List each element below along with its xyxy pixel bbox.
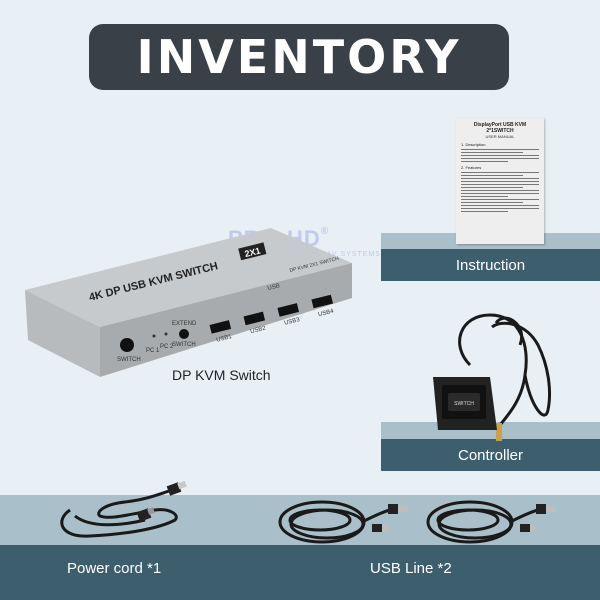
usb-port-1[interactable] [209, 320, 232, 334]
kvm-top-usb-label: USB [267, 283, 280, 292]
usb-port-4-label: USB4 [318, 308, 335, 318]
usb-port-3[interactable] [277, 303, 300, 317]
kvm-switch-caption: DP KVM Switch [172, 367, 271, 383]
pc1-label: PC 1 [146, 348, 160, 354]
usb-cable-2-icon [426, 500, 556, 544]
switch-button-label: SWITCH [117, 357, 141, 363]
extend-jack[interactable] [179, 329, 189, 339]
manual-section-2: 2. Features [461, 165, 482, 170]
watermark-registered: ® [320, 226, 330, 237]
bottom-shelf [0, 545, 600, 600]
audio-plug [496, 423, 502, 441]
pc2-led [164, 332, 168, 336]
pc1-led [152, 334, 156, 338]
usb-cable-1-icon [278, 500, 408, 544]
pc2-label: PC 2 [160, 344, 174, 350]
usb-port-2-label: USB2 [250, 325, 267, 335]
instruction-label: Instruction [455, 256, 526, 274]
usb-port-1-label: USB1 [216, 334, 233, 344]
title-banner: INVENTORY [89, 24, 509, 90]
extend-switch-label: SWITCH [172, 342, 196, 348]
controller-button [448, 393, 480, 411]
controller-device: SWITCH [433, 313, 552, 441]
extend-label: EXTEND [172, 321, 197, 327]
kvm-badge: 2X1 [244, 246, 262, 260]
usb-port-4[interactable] [311, 294, 334, 309]
power-cord-icon [60, 480, 187, 538]
controller-label: Controller [457, 446, 524, 464]
controller-switch-text: SWITCH [454, 401, 474, 407]
page-title: INVENTORY [136, 30, 462, 84]
manual-title: DisplayPort USB KVM 2*1SWITCH [473, 122, 527, 134]
instruction-manual: DisplayPort USB KVM 2*1SWITCH USER MANUA… [456, 118, 544, 244]
manual-subtitle: USER MANUAL [485, 134, 515, 139]
controller-shelf: Controller [381, 439, 600, 471]
power-cord-label: Power cord *1 [67, 560, 162, 577]
switch-button[interactable] [120, 338, 134, 352]
usb-port-3-label: USB3 [284, 317, 301, 327]
usb-port-2[interactable] [243, 311, 266, 326]
instruction-shelf: Instruction [381, 249, 600, 281]
manual-section-1: 1. Description [461, 142, 486, 147]
usb-line-label: USB Line *2 [370, 560, 452, 577]
kvm-switch-device: 4K DP USB KVM SWITCH 2X1 DP KVM 2X1 SWIT… [25, 228, 352, 377]
